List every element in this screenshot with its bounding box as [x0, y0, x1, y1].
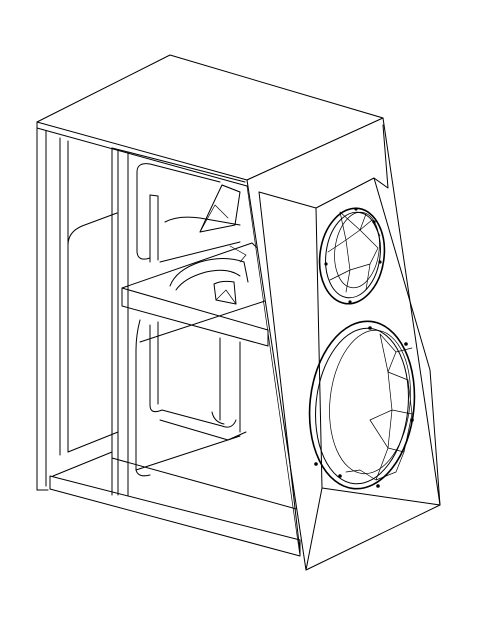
woofer-outer-ring	[308, 320, 416, 490]
middle-shelf	[121, 242, 269, 347]
rear-left-post	[59, 137, 69, 456]
woofer	[308, 320, 416, 490]
upper-driver-outer-ring	[318, 207, 386, 305]
middle-port	[213, 280, 237, 305]
lower-chamber	[135, 319, 247, 477]
upper-driver	[318, 207, 386, 305]
cabinet-shell	[36, 54, 384, 557]
upper-port	[199, 184, 241, 233]
upper-driver-screws	[324, 207, 382, 304]
rear-panel	[67, 212, 118, 246]
rear-panel-lower	[67, 431, 119, 453]
front-baffle	[246, 117, 441, 571]
bottom-plinth-rear	[52, 451, 301, 511]
woofer-screws	[314, 326, 414, 488]
bottom-plinth	[36, 475, 301, 557]
upper-chamber	[127, 151, 246, 263]
central-divider	[111, 147, 129, 497]
